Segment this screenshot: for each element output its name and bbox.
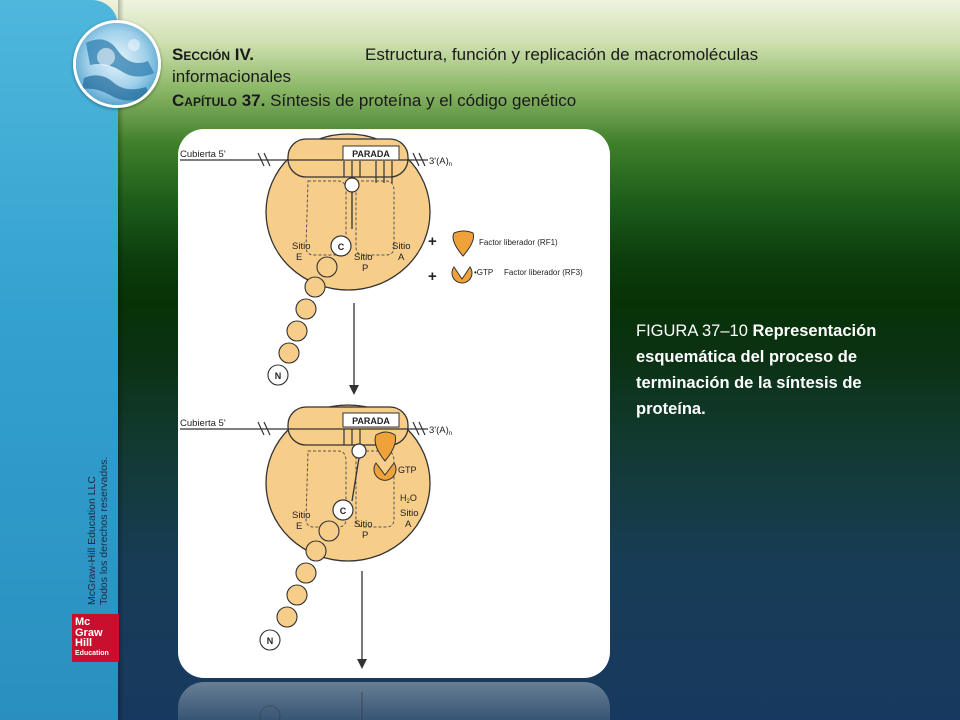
mrna-break-left (257, 152, 265, 167)
chapter-image-icon (73, 20, 161, 108)
cap-label: Cubierta 5' (180, 149, 226, 160)
stop-codon-label: PARADA (352, 149, 390, 159)
figure-number: FIGURA 37–10 (636, 322, 753, 340)
top-panel: Cubierta 5' 3'(A)n PARADA C (180, 133, 583, 386)
trna-stem (351, 457, 360, 502)
rf1-label: Factor liberador (RF1) (479, 238, 558, 247)
caption-text: Representación esquemática del proceso d… (636, 322, 877, 418)
peptide-residue (276, 606, 298, 628)
peptide-residue (305, 540, 327, 562)
peptide-residue (278, 342, 300, 364)
cap-label: Cubierta 5' (180, 418, 226, 429)
bottom-panel: Cubierta 5' 3'(A)n PARADA GTP H2O C Siti… (180, 404, 452, 651)
rf1-factor-icon (452, 230, 474, 257)
rf3-factor-icon (451, 266, 473, 284)
rf3-label: Factor liberador (RF3) (504, 268, 583, 277)
stop-codon-box (342, 145, 400, 161)
peptide-residue (286, 320, 308, 342)
chapter-heading: Capítulo 37. Síntesis de proteína y el c… (172, 91, 576, 111)
left-sidebar (0, 0, 118, 720)
svg-text:C: C (340, 506, 347, 516)
svg-text:N: N (275, 371, 282, 381)
n-terminal-residue (267, 364, 289, 386)
n-terminal-residue (259, 629, 281, 651)
c-terminal-residue (330, 235, 352, 257)
mrna-break-right (412, 152, 420, 167)
peptide-residue (295, 298, 317, 320)
peptide-residue (318, 520, 340, 542)
section-heading: Sección IV. Estructura, función y replic… (172, 45, 758, 65)
gtp-label: GTP (398, 465, 417, 475)
trna-anticodon (344, 177, 360, 193)
copyright-notice: McGraw-Hill Education LLC Todos los dere… (86, 435, 116, 605)
stop-codon-label: PARADA (352, 416, 390, 426)
site-a-outline (355, 450, 395, 528)
site-a-outline (355, 180, 395, 256)
rf3-gtp-label: •GTP (474, 268, 493, 277)
rf3-bound-icon (373, 462, 397, 481)
copyright-line-2: Todos los derechos reservados. (98, 456, 110, 605)
svg-text:N: N (267, 636, 274, 646)
figure-caption: FIGURA 37–10 Representación esquemática … (636, 318, 898, 422)
c-terminal-residue (332, 499, 354, 521)
tail-label: 3'(A)n (429, 425, 452, 437)
copyright-line-1: McGraw-Hill Education LLC (86, 476, 98, 605)
svg-text:C: C (338, 242, 345, 252)
figure-reflection (178, 682, 610, 720)
mcgraw-hill-logo: Mc Graw Hill Education (72, 614, 119, 662)
section-title-continuation: informacionales (172, 67, 292, 86)
section-title: Estructura, función y replicación de mac… (365, 45, 759, 64)
figure-card: Cubierta 5' 3'(A)n PARADA C (178, 129, 610, 678)
peptide-residue (286, 584, 308, 606)
peptide-residue (316, 256, 338, 278)
termination-diagram: Cubierta 5' 3'(A)n PARADA C (180, 133, 583, 669)
tail-label: 3'(A)n (429, 156, 452, 168)
chapter-number: 37. (241, 91, 266, 110)
plus-sign: + (428, 268, 437, 285)
chapter-title: Síntesis de proteína y el código genétic… (270, 91, 577, 110)
chapter-label: Capítulo (172, 91, 237, 110)
section-label: Sección IV. (172, 45, 254, 64)
water-label: H2O (400, 493, 417, 505)
trna-anticodon (351, 443, 367, 459)
plus-sign: + (428, 233, 437, 250)
site-e-outline (305, 450, 347, 528)
stop-codon-box (342, 412, 400, 428)
peptide-residue (304, 276, 326, 298)
peptide-residue (295, 562, 317, 584)
sidebar-shadow (118, 0, 124, 720)
rf1-bound-icon (374, 431, 396, 462)
